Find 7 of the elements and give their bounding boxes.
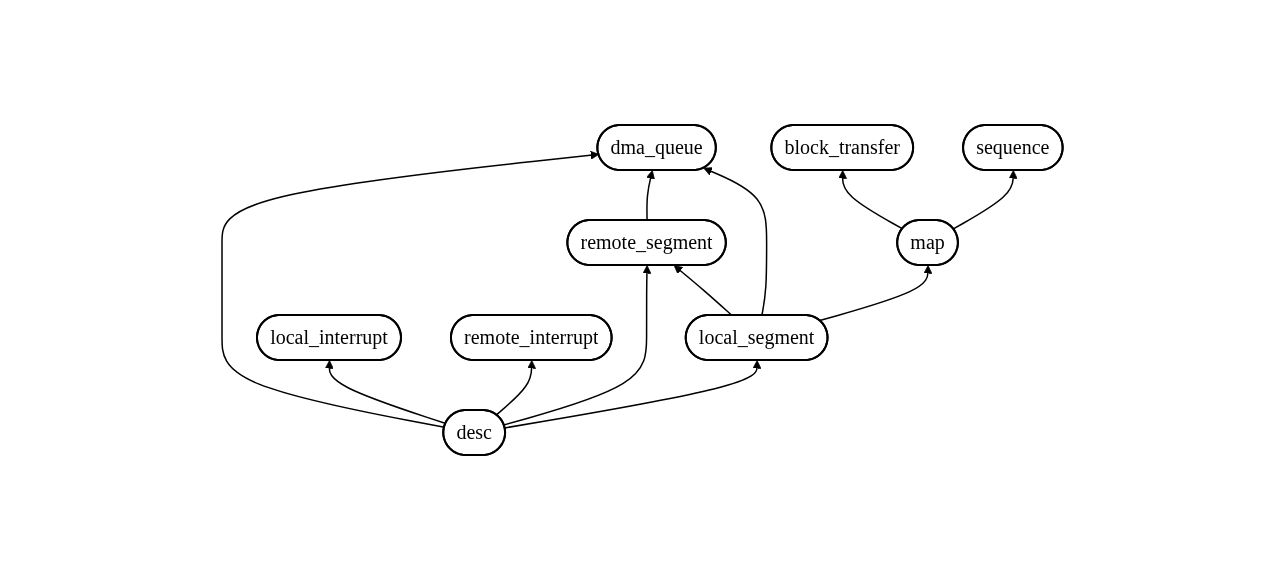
arrow bbox=[818, 265, 932, 322]
arrow bbox=[503, 265, 651, 426]
arrow bbox=[837, 170, 904, 230]
arrow bbox=[645, 170, 655, 222]
arrow bbox=[495, 360, 536, 416]
arrow bbox=[220, 150, 599, 429]
arrow bbox=[952, 170, 1018, 230]
